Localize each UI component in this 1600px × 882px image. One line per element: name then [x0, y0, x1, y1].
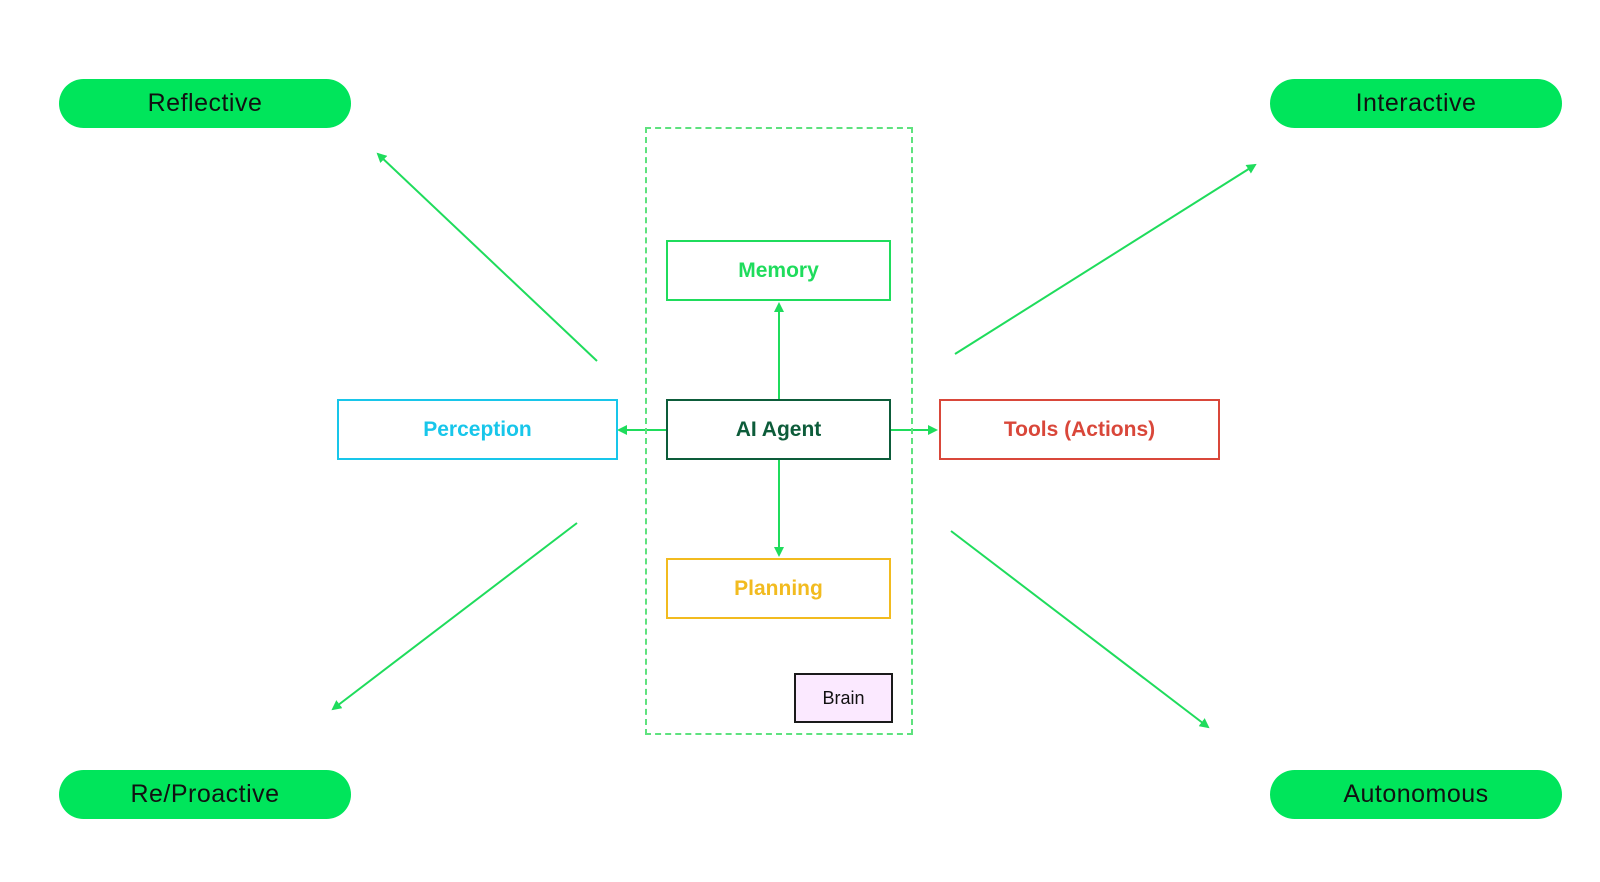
planning-label: Planning [734, 576, 823, 600]
tools-label: Tools (Actions) [1003, 417, 1156, 441]
ai-agent-label: AI Agent [735, 417, 822, 441]
trait-reflective: Reflective [59, 79, 351, 128]
perception-label: Perception [423, 417, 532, 441]
trait-interactive: Interactive [1270, 79, 1562, 128]
perception-node: Perception [337, 399, 618, 460]
brain-region [645, 127, 913, 735]
memory-node: Memory [666, 240, 891, 301]
ai-agent-node: AI Agent [666, 399, 891, 460]
arrow-to-interactive [954, 163, 1257, 355]
trait-reproactive-label: Re/Proactive [130, 780, 280, 808]
arrow-to-reflective [376, 152, 598, 362]
brain-label: Brain [822, 687, 865, 708]
trait-interactive-label: Interactive [1355, 89, 1477, 117]
trait-reflective-label: Reflective [147, 89, 263, 117]
arrow-to-reproactive [331, 522, 578, 711]
memory-label: Memory [738, 258, 819, 282]
tools-node: Tools (Actions) [939, 399, 1220, 460]
brain-label-box: Brain [794, 673, 893, 723]
planning-node: Planning [666, 558, 891, 619]
trait-autonomous-label: Autonomous [1343, 780, 1489, 808]
arrow-to-autonomous [950, 530, 1210, 729]
trait-reproactive: Re/Proactive [59, 770, 351, 819]
trait-autonomous: Autonomous [1270, 770, 1562, 819]
